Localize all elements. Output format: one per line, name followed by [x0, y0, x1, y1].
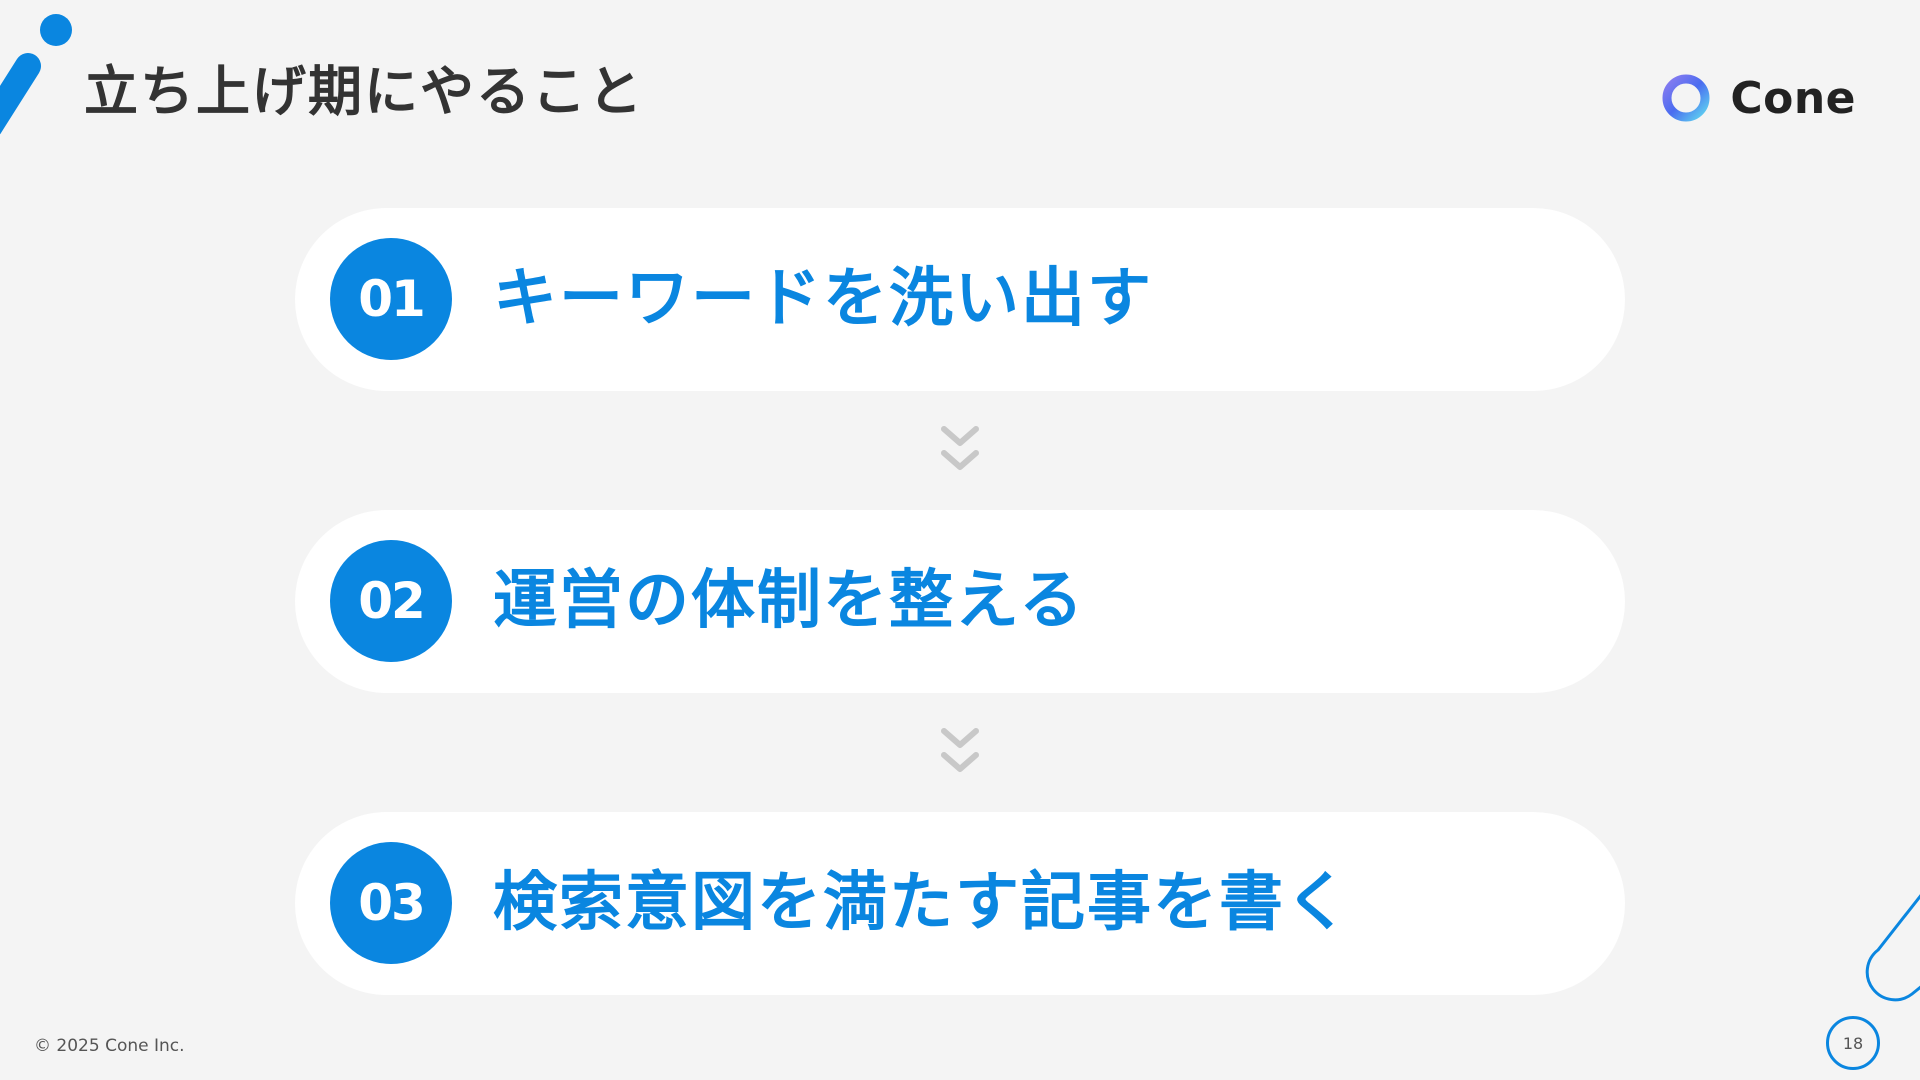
step-number-badge: 02 — [330, 540, 452, 662]
step-number-badge: 03 — [330, 842, 452, 964]
step-label: 検索意図を満たす記事を書く — [493, 866, 1351, 940]
step-card-1: 01 キーワードを洗い出す — [295, 208, 1625, 391]
cone-ring-logo-icon — [1662, 74, 1710, 122]
copyright-text: © 2025 Cone Inc. — [34, 1036, 185, 1056]
step-connector — [295, 391, 1625, 510]
brand-logo: Cone — [1660, 72, 1856, 124]
corner-decoration-icon — [1865, 894, 1920, 1002]
step-card-2: 02 運営の体制を整える — [295, 510, 1625, 693]
step-label: 運営の体制を整える — [493, 564, 1086, 638]
step-number-badge: 01 — [330, 238, 452, 360]
corner-decoration-icon — [0, 14, 72, 135]
step-card-3: 03 検索意図を満たす記事を書く — [295, 812, 1625, 995]
steps-list: 01 キーワードを洗い出す 02 運営の体制を整える 03 検索意図を満たす記事… — [295, 208, 1625, 995]
step-label: キーワードを洗い出す — [493, 262, 1153, 336]
logo-text: Cone — [1730, 72, 1856, 124]
page-number: 18 — [1826, 1016, 1880, 1070]
step-connector — [295, 693, 1625, 812]
double-chevron-down-icon — [941, 727, 979, 772]
double-chevron-down-icon — [941, 425, 979, 470]
slide-title: 立ち上げ期にやること — [84, 60, 644, 123]
